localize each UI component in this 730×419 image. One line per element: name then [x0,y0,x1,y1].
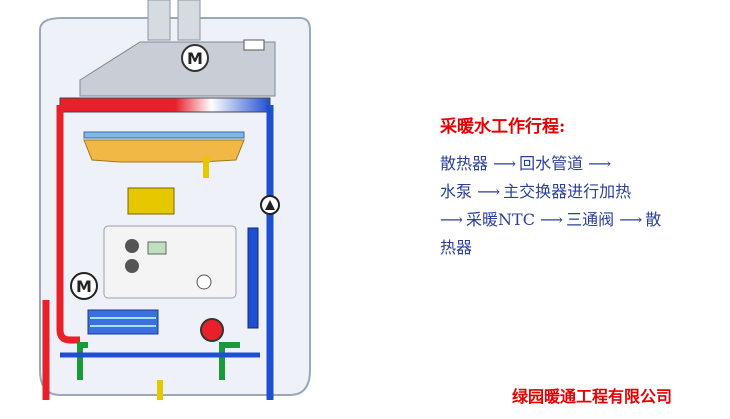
hot-water-pipe [219,342,240,380]
burner-jets [83,131,245,139]
step-three-way-valve: 三通阀 [566,210,615,229]
expansion-tank [247,227,259,329]
step-radiator-end-a: 散 [645,210,662,229]
combustion-chamber [83,139,245,163]
arrow-icon: ⟶ [540,210,563,229]
three-way-valve-motor-label: M [76,277,92,296]
control-panel [103,225,237,299]
flow-line-3: ⟶ 采暖NTC ⟶ 三通阀 ⟶ 散 [440,206,661,230]
step-radiator: 散热器 [440,154,489,173]
step-radiator-end-b: 热器 [440,238,473,257]
cold-water-pipe [77,342,88,380]
pump-arrow [265,200,275,210]
plate-heat-exchanger [87,309,159,335]
company-name: 绿园暖通工程有限公司 [512,387,673,406]
arrow-icon: ⟶ [493,154,516,173]
pressure-gauge [196,274,212,290]
flue-hood [79,41,276,97]
flow-title: 采暖水工作行程: [440,117,566,137]
boiler-diagram: M M [39,0,311,400]
supply-pipe [56,105,80,344]
step-pump: 水泵 [440,182,473,201]
three-way-valve-motor [70,272,98,300]
step-ntc: 采暖NTC [466,210,535,229]
gas-pipe [157,157,210,400]
control-knob-1 [125,239,139,253]
control-display [147,241,167,255]
flow-line-1: 散热器 ⟶ 回水管道 ⟶ [440,150,611,174]
gas-valve [127,187,175,215]
pressure-switch [243,39,265,51]
flue-right [177,0,201,41]
dhw-pump [200,318,224,342]
arrow-icon: ⟶ [477,182,500,201]
flow-line-4: 热器 [440,234,472,258]
arrow-icon: ⟶ [440,210,463,229]
flue-left [147,0,171,41]
flow-line-2: 水泵 ⟶ 主交换器进行加热 [440,178,631,202]
fan-motor [181,44,209,72]
control-knob-2 [125,259,139,273]
fan-motor-label: M [187,49,203,68]
arrow-icon: ⟶ [619,210,642,229]
main-heat-exchanger [59,97,271,113]
step-return-pipe: 回水管道 [519,154,584,173]
step-main-exchanger: 主交换器进行加热 [503,182,632,201]
arrow-icon: ⟶ [588,154,611,173]
